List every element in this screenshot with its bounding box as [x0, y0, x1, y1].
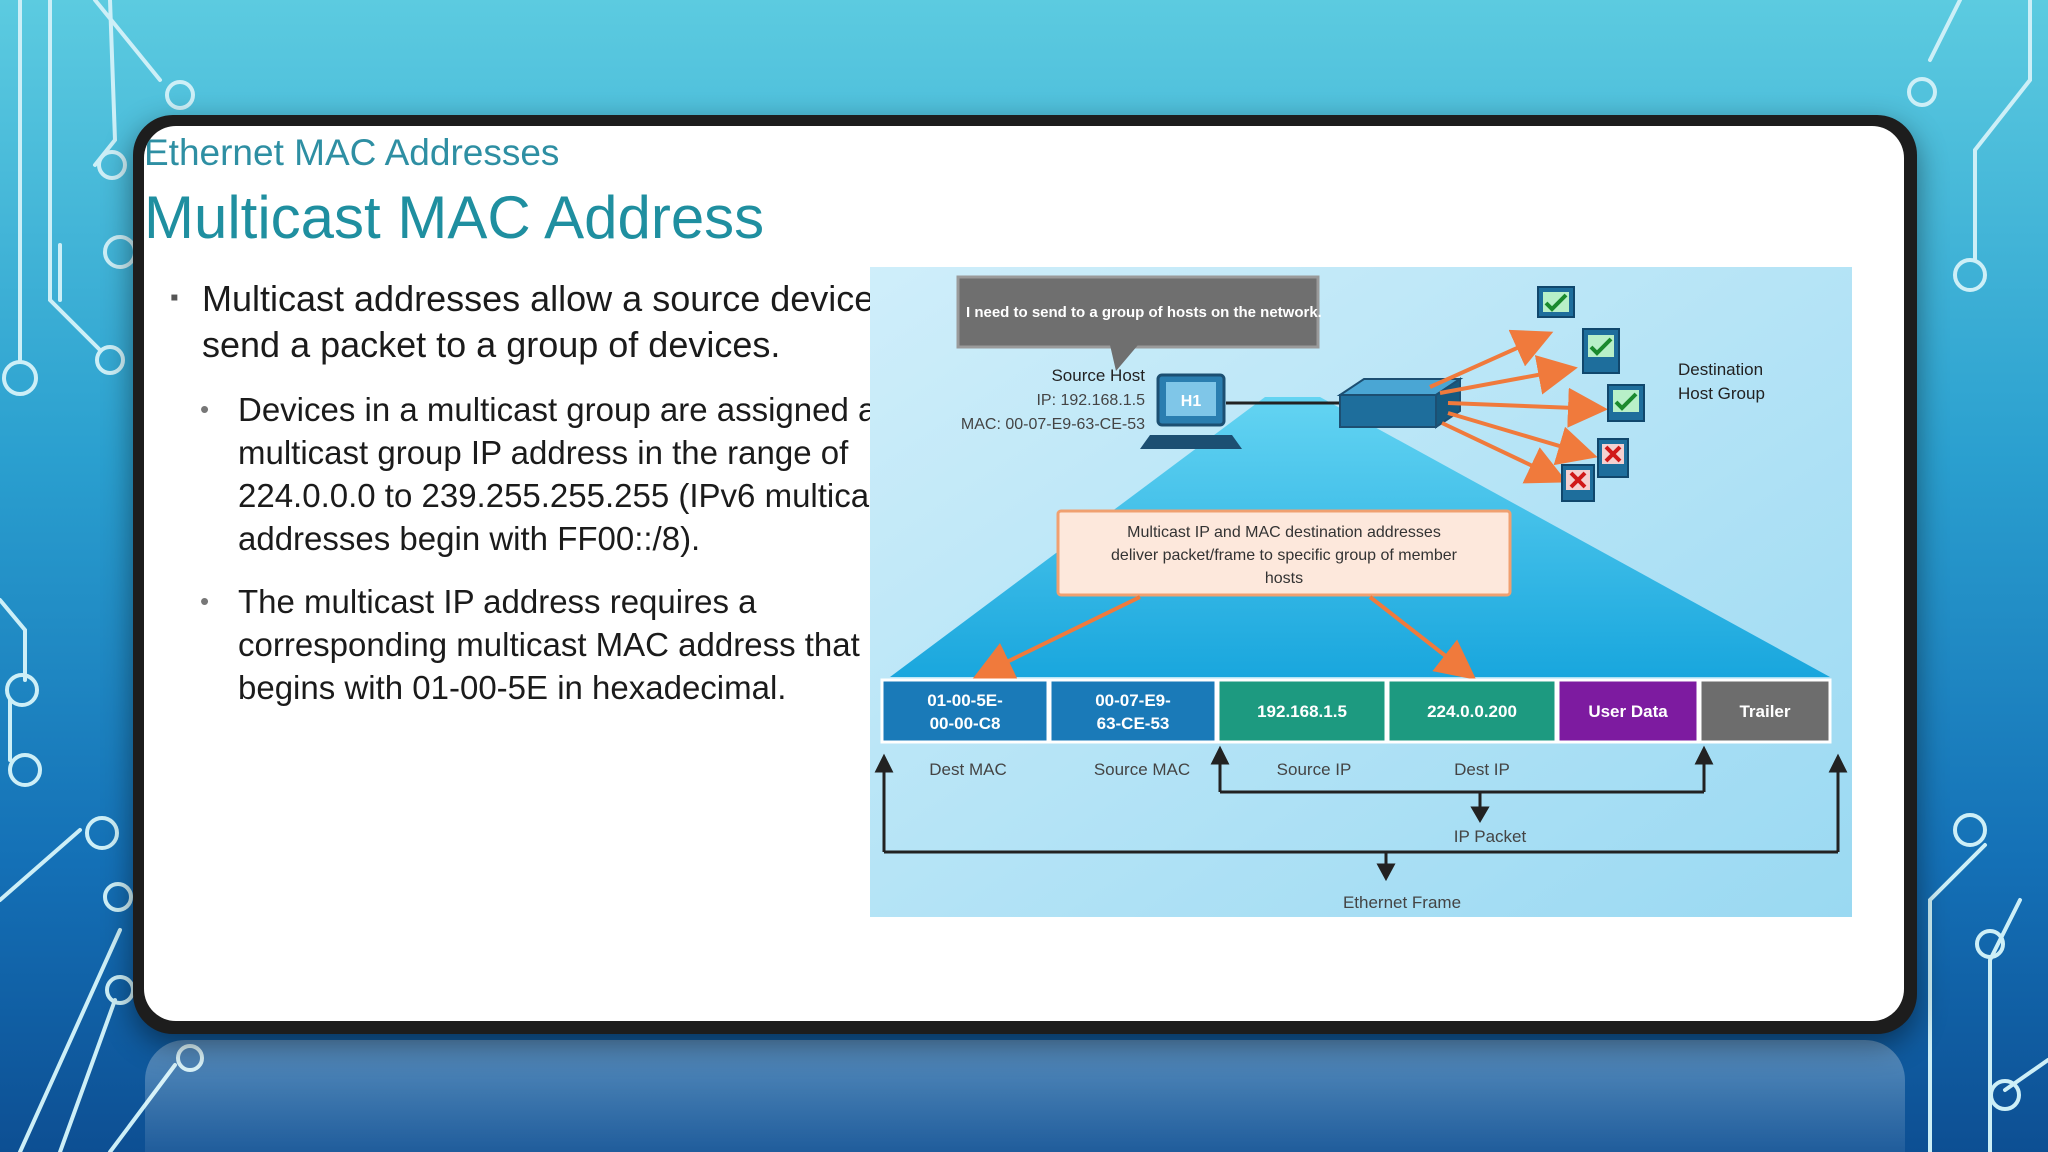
sub-bullet-marker: • — [200, 586, 210, 616]
field-source-mac — [1048, 678, 1218, 744]
field-user-data-text: User Data — [1588, 702, 1668, 721]
switch-icon — [1336, 377, 1464, 429]
member-host-check-icon — [1537, 286, 1575, 318]
sub-bullet-text: The multicast IP address requires a corr… — [238, 583, 860, 706]
speech-bubble: I need to send to a group of hosts on th… — [956, 275, 1322, 371]
field-source-ip-text: 192.168.1.5 — [1257, 702, 1347, 721]
sub-bullet-item: • The multicast IP address requires a co… — [170, 580, 940, 709]
label-ip-packet: IP Packet — [1454, 827, 1527, 846]
member-host-check-icon — [1607, 384, 1645, 422]
multicast-diagram: I need to send to a group of hosts on th… — [870, 267, 1852, 917]
label-source-ip: Source IP — [1277, 760, 1352, 779]
source-host: Source Host IP: 192.168.1.5 MAC: 00-07-E… — [961, 366, 1242, 449]
ethernet-frame-fields: 01-00-5E- 00-00-C8 00-07-E9- 63-CE-53 19… — [880, 678, 1832, 744]
source-host-label: Source Host — [1051, 366, 1145, 385]
field-dest-ip — [1386, 678, 1558, 744]
multicast-arrows — [1429, 329, 1608, 484]
label-dest-ip: Dest IP — [1454, 760, 1510, 779]
slide: Ethernet MAC Addresses Multicast MAC Add… — [144, 126, 1904, 1021]
member-host-check-icon — [1582, 328, 1620, 374]
field-dest-mac-text-2: 00-00-C8 — [930, 714, 1001, 733]
section-title: Ethernet MAC Addresses — [144, 132, 560, 173]
callout-arrow-dest-mac — [972, 595, 1141, 679]
bullet-text: Multicast addresses allow a source devic… — [202, 278, 915, 365]
computer-icon: H1 — [1140, 373, 1242, 449]
arrow-to-member-3 — [1447, 387, 1608, 428]
non-member-host-x-icon — [1597, 438, 1629, 478]
bullet-list: ▪ Multicast addresses allow a source dev… — [170, 276, 940, 709]
ip-packet-bracket — [1210, 745, 1714, 823]
field-user-data — [1556, 678, 1700, 744]
field-trailer-text: Trailer — [1739, 702, 1790, 721]
field-trailer — [1698, 678, 1832, 744]
host-badge: H1 — [1181, 393, 1202, 410]
source-host-mac: MAC: 00-07-E9-63-CE-53 — [961, 416, 1145, 433]
callout-box: Multicast IP and MAC destination address… — [1056, 509, 1512, 597]
field-source-ip — [1216, 678, 1388, 744]
destination-label-line1: Destination — [1678, 360, 1763, 379]
callout-text-line1: Multicast IP and MAC destination address… — [1127, 524, 1441, 541]
field-dest-ip-text: 224.0.0.200 — [1427, 702, 1517, 721]
field-source-mac-text-1: 00-07-E9- — [1095, 691, 1171, 710]
source-host-ip: IP: 192.168.1.5 — [1036, 392, 1145, 409]
sub-bullet-marker: • — [200, 394, 210, 424]
label-source-mac: Source MAC — [1094, 760, 1190, 779]
non-member-host-x-icon — [1561, 464, 1595, 502]
callout-arrow-dest-ip — [1368, 595, 1477, 680]
arrow-to-member-5 — [1441, 421, 1568, 484]
bullet-marker: ▪ — [170, 284, 179, 311]
field-dest-mac-text-1: 01-00-5E- — [927, 691, 1003, 710]
sub-bullet-text: Devices in a multicast group are assigne… — [238, 391, 895, 557]
field-dest-mac — [880, 678, 1050, 744]
label-ethernet-frame: Ethernet Frame — [1343, 893, 1461, 912]
callout-text-line2: deliver packet/frame to specific group o… — [1111, 547, 1458, 564]
bullet-item: ▪ Multicast addresses allow a source dev… — [170, 276, 940, 368]
destination-label-line2: Host Group — [1678, 384, 1765, 403]
speech-bubble-text: I need to send to a group of hosts on th… — [966, 304, 1322, 321]
arrow-to-member-2 — [1439, 355, 1578, 395]
slide-title: Multicast MAC Address — [144, 184, 765, 251]
label-dest-mac: Dest MAC — [929, 760, 1006, 779]
destination-host-group: Destination Host Group — [1537, 286, 1765, 502]
arrow-to-member-1 — [1429, 329, 1554, 389]
ethernet-frame-bracket — [874, 753, 1848, 882]
callout-text-line3: hosts — [1265, 570, 1303, 587]
sub-bullet-item: • Devices in a multicast group are assig… — [170, 388, 940, 560]
field-source-mac-text-2: 63-CE-53 — [1097, 714, 1170, 733]
slide-reflection — [145, 1040, 1905, 1152]
